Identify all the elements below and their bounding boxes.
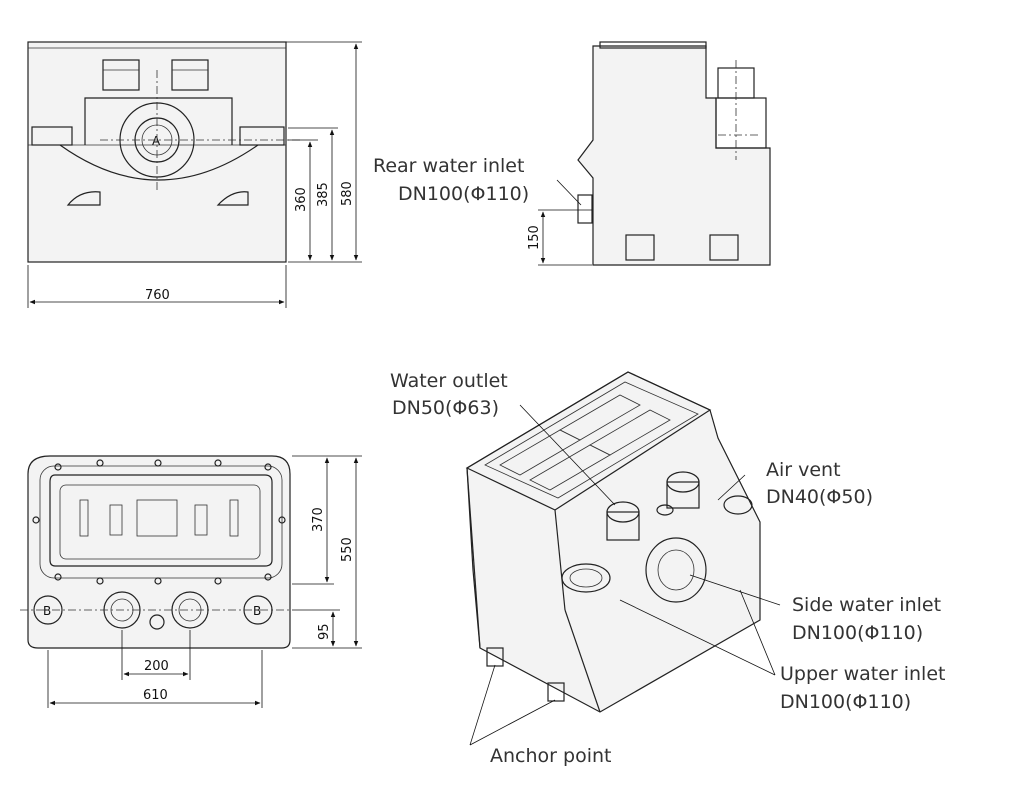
mark-b-right: B <box>253 604 261 618</box>
dim-front-h1: 360 <box>294 187 309 212</box>
air-vent-name: Air vent <box>766 459 841 481</box>
dim-side-h: 150 <box>527 225 542 250</box>
dim-top-d2: 550 <box>340 537 355 562</box>
dim-top-w2: 610 <box>143 688 168 703</box>
water-outlet-name: Water outlet <box>390 370 508 392</box>
dim-front-h3: 580 <box>340 181 355 206</box>
water-outlet-size: DN50(Φ63) <box>392 397 499 419</box>
side-inlet-name: Side water inlet <box>792 594 941 616</box>
dim-front-width: 760 <box>145 288 170 303</box>
side-view: 150 Rear water inlet DN100(Φ110) <box>373 41 771 266</box>
upper-inlet-size: DN100(Φ110) <box>780 691 911 713</box>
upper-inlet-name: Upper water inlet <box>780 663 945 685</box>
top-view: B B 370 550 95 200 610 <box>20 455 362 708</box>
isometric-view: Water outlet DN50(Φ63) Air vent DN40(Φ50… <box>390 370 945 767</box>
dim-top-d3: 95 <box>317 623 332 640</box>
mark-b-left: B <box>43 604 51 618</box>
mark-a: A <box>152 134 161 148</box>
air-vent-size: DN40(Φ50) <box>766 486 873 508</box>
side-inlet-size: DN100(Φ110) <box>792 622 923 644</box>
rear-inlet-name: Rear water inlet <box>373 155 524 177</box>
dim-top-d1: 370 <box>311 507 326 532</box>
front-view: A 760 360 385 580 <box>27 41 362 308</box>
anchor-point-label: Anchor point <box>490 745 611 767</box>
rear-inlet-size: DN100(Φ110) <box>398 183 529 205</box>
dim-top-w1: 200 <box>144 659 169 674</box>
dim-front-h2: 385 <box>316 182 331 207</box>
